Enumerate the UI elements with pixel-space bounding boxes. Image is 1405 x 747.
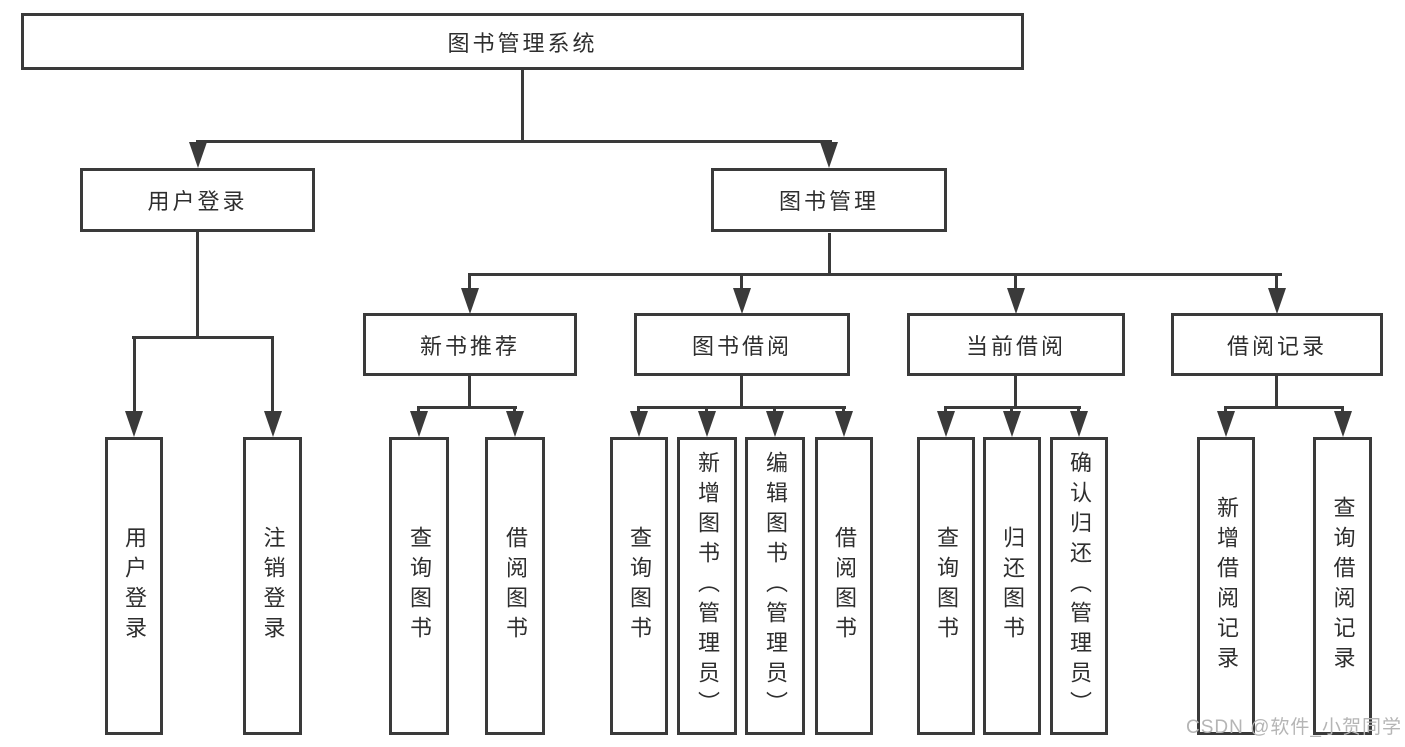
leaf-node-add-borrow-record: 新增借阅记录 <box>1197 437 1255 735</box>
leaf-node-query-borrow-record: 查询借阅记录 <box>1313 437 1372 735</box>
section-node-current-borrow: 当前借阅 <box>907 313 1125 376</box>
connector-section-trunk <box>468 376 471 408</box>
arrow-down-icon <box>820 142 838 168</box>
connector-section-trunk <box>740 376 743 408</box>
arrow-down-icon <box>1334 411 1352 437</box>
arrow-down-icon <box>698 411 716 437</box>
watermark-text: CSDN @软件_小贺同学 <box>1186 717 1402 738</box>
leaf-node-borrow-books: 借阅图书 <box>815 437 873 735</box>
root-node-library-system: 图书管理系统 <box>21 13 1024 70</box>
leaf-node-return-books: 归还图书 <box>983 437 1041 735</box>
arrow-down-icon <box>835 411 853 437</box>
connector-stem <box>468 273 471 293</box>
connector-section-split <box>417 406 517 409</box>
leaf-node-borrow-books: 借阅图书 <box>485 437 545 735</box>
arrow-down-icon <box>461 288 479 314</box>
section-node-new-book-recommend: 新书推荐 <box>363 313 577 376</box>
connector-stem <box>271 336 274 416</box>
arrow-down-icon <box>189 142 207 168</box>
arrow-down-icon <box>1007 288 1025 314</box>
connector-section-split <box>637 406 846 409</box>
arrow-down-icon <box>506 411 524 437</box>
leaf-node-logout: 注销登录 <box>243 437 302 735</box>
section-node-book-borrow: 图书借阅 <box>634 313 850 376</box>
connector-stem <box>1275 273 1278 293</box>
arrow-down-icon <box>1070 411 1088 437</box>
connector-user-login-split <box>132 336 274 339</box>
arrow-down-icon <box>410 411 428 437</box>
leaf-node-query-books: 查询图书 <box>389 437 449 735</box>
connector-stem <box>740 273 743 293</box>
connector-stem <box>133 336 136 416</box>
arrow-down-icon <box>125 411 143 437</box>
arrow-down-icon <box>733 288 751 314</box>
arrow-down-icon <box>1268 288 1286 314</box>
connector-section-trunk <box>1014 376 1017 408</box>
arrow-down-icon <box>1003 411 1021 437</box>
section-node-borrow-records: 借阅记录 <box>1171 313 1383 376</box>
branch-node-book-management: 图书管理 <box>711 168 947 232</box>
connector-section-split <box>1224 406 1344 409</box>
leaf-node-confirm-return-admin: 确认归还（管理员） <box>1050 437 1108 735</box>
leaf-node-query-books: 查询图书 <box>610 437 668 735</box>
arrow-down-icon <box>937 411 955 437</box>
leaf-node-user-login: 用户登录 <box>105 437 163 735</box>
arrow-down-icon <box>630 411 648 437</box>
connector-stem <box>1014 273 1017 293</box>
leaf-node-edit-books-admin: 编辑图书（管理员） <box>745 437 805 735</box>
connector-book-mgmt-trunk <box>828 233 831 275</box>
connector-level2-split <box>468 273 1282 276</box>
connector-user-login-trunk <box>196 232 199 338</box>
branch-node-user-login: 用户登录 <box>80 168 315 232</box>
arrow-down-icon <box>1217 411 1235 437</box>
leaf-node-query-books: 查询图书 <box>917 437 975 735</box>
arrow-down-icon <box>766 411 784 437</box>
connector-section-trunk <box>1275 376 1278 408</box>
connector-level1-split <box>196 140 832 143</box>
arrow-down-icon <box>264 411 282 437</box>
connector-root-trunk <box>521 70 524 140</box>
leaf-node-add-books-admin: 新增图书（管理员） <box>677 437 737 735</box>
